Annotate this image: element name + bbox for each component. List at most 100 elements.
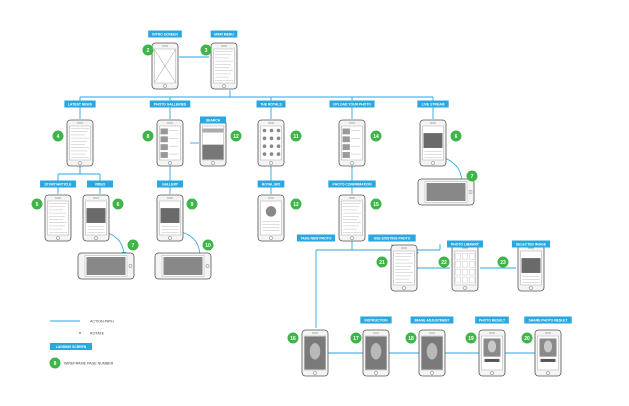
home-button-icon <box>313 371 317 375</box>
screen-label: PHOTO LIBRARY <box>447 240 483 248</box>
screen-label: INTRO SCREEN <box>148 30 182 38</box>
page-number-text: 20 <box>524 336 530 342</box>
screen-node-confirm: PHOTO CONFIRMATION 15 <box>328 180 382 242</box>
page-number-text: 12 <box>233 134 239 140</box>
legend-landing-text: LANDING SCREEN <box>56 345 87 349</box>
screen-label-text: LIVE STREAM <box>422 102 445 106</box>
page-number-badge: 7 <box>466 170 478 182</box>
screen-label: GALLERY <box>157 180 183 188</box>
page-number-badge: 7 <box>127 239 139 251</box>
page-number-badge: 18 <box>405 332 417 344</box>
screen-node-main: MAIN MENU 3 <box>200 30 238 90</box>
phone-screen <box>260 200 282 236</box>
home-button-icon <box>269 236 273 240</box>
screen-label-text: PHOTO GALLERIES <box>154 102 187 106</box>
phone-screen <box>454 250 476 286</box>
page-number-badge: 17 <box>350 332 362 344</box>
screen-label-text: PHOTO RESULT <box>479 318 506 322</box>
home-button-icon <box>350 161 354 165</box>
screen-node-video-rotated: 7 <box>77 239 139 280</box>
screen-label: MAIN MENU <box>210 30 238 38</box>
screen-node-take: TAKE NEW PHOTO 16 <box>287 234 336 377</box>
home-button-icon <box>430 371 434 375</box>
screen-label-text: TAKE NEW PHOTO <box>301 236 332 240</box>
screen-label-text: ROYAL BIO <box>262 182 281 186</box>
screen-label-text: SHARE PHOTO RESULT <box>528 318 568 322</box>
page-number-text: 16 <box>290 336 296 342</box>
screen-label-text: PHOTO LIBRARY <box>451 242 480 246</box>
legend-rotate-text: ROTATE <box>90 331 105 335</box>
page-number-badge: 14 <box>370 130 382 142</box>
action-path-line <box>57 166 101 194</box>
screen-label: PHOTO CONFIRMATION <box>328 180 376 188</box>
legend-page-number-text: WIREFRAME PAGE NUMBER <box>64 361 114 365</box>
phone-screen <box>341 125 363 161</box>
screen-label-text: PHOTO CONFIRMATION <box>332 182 372 186</box>
home-button-icon <box>78 161 82 165</box>
screen-label: USE EXISTING PHOTO <box>368 234 416 242</box>
page-number-badge: 20 <box>521 332 533 344</box>
screen-label-text: GALLERY <box>162 182 179 186</box>
home-button-icon <box>222 84 226 88</box>
screen-label: SHARE PHOTO RESULT <box>524 316 572 324</box>
phone-screen <box>213 48 235 84</box>
page-number-text: 7 <box>471 174 474 180</box>
phone-screen <box>69 125 91 161</box>
phone-screen <box>159 125 181 161</box>
page-number-text: 19 <box>468 336 474 342</box>
screen-label-text: IMAGE ADJUSTMENT <box>414 318 450 322</box>
home-button-icon <box>490 371 494 375</box>
page-number-text: 22 <box>441 260 447 266</box>
page-number-badge: 15 <box>370 198 382 210</box>
action-path-line <box>80 90 433 98</box>
home-button-icon <box>128 264 133 268</box>
page-number-badge: 11 <box>290 130 302 142</box>
legend-landing-swatch <box>50 343 92 350</box>
screen-label: INSTRUCTION <box>360 316 392 324</box>
page-number-text: 14 <box>373 134 379 140</box>
page-number-text: 23 <box>500 260 506 266</box>
page-number-text: 6 <box>455 134 458 140</box>
screen-node-instruction: INSTRUCTION 17 <box>350 316 392 377</box>
phone-screen <box>260 125 282 161</box>
home-button-icon <box>205 264 210 268</box>
screen-label-text: UPLOAD YOUR PHOTO <box>333 102 371 106</box>
page-number-badge: 6 <box>112 198 124 210</box>
page-number-text: 3 <box>205 48 208 54</box>
home-button-icon <box>94 236 98 240</box>
home-button-icon <box>529 286 533 290</box>
page-number-badge: 6 <box>450 130 462 142</box>
screen-label: IMAGE ADJUSTMENT <box>410 316 454 324</box>
action-path-line <box>316 241 440 251</box>
page-number-badge: 22 <box>438 256 450 268</box>
home-button-icon <box>168 236 172 240</box>
screen-label: ROYAL BIO <box>257 180 285 188</box>
page-number-badge: 2 <box>142 44 154 56</box>
home-button-icon <box>168 161 172 165</box>
screen-node-galleries: PHOTO GALLERIES 8 <box>142 100 191 167</box>
screen-label: UPLOAD YOUR PHOTO <box>329 100 375 108</box>
screen-node-royal-bio: ROYAL BIO 12 <box>257 180 302 242</box>
home-button-icon <box>468 190 473 194</box>
legend-action-path-text: ACTION PATH <box>90 319 114 323</box>
screen-node-live-rotated: 7 <box>417 170 478 206</box>
page-number-badge: 16 <box>287 332 299 344</box>
screen-label: SEARCH <box>200 116 226 124</box>
phone-screen <box>341 200 363 236</box>
page-number-text: 12 <box>293 202 299 208</box>
screen-node-intro: INTRO SCREEN 2 <box>142 30 182 90</box>
page-number-badge: 19 <box>465 332 477 344</box>
page-number-text: 8 <box>147 134 150 140</box>
screen-label-text: SEARCH <box>206 118 221 122</box>
home-button-icon <box>374 371 378 375</box>
screen-label: TAKE NEW PHOTO <box>296 234 336 242</box>
screen-label: LIVE STREAM <box>417 100 449 108</box>
home-button-icon <box>211 161 215 165</box>
rotate-dot-icon <box>79 332 81 334</box>
page-number-badge: 23 <box>497 256 509 268</box>
